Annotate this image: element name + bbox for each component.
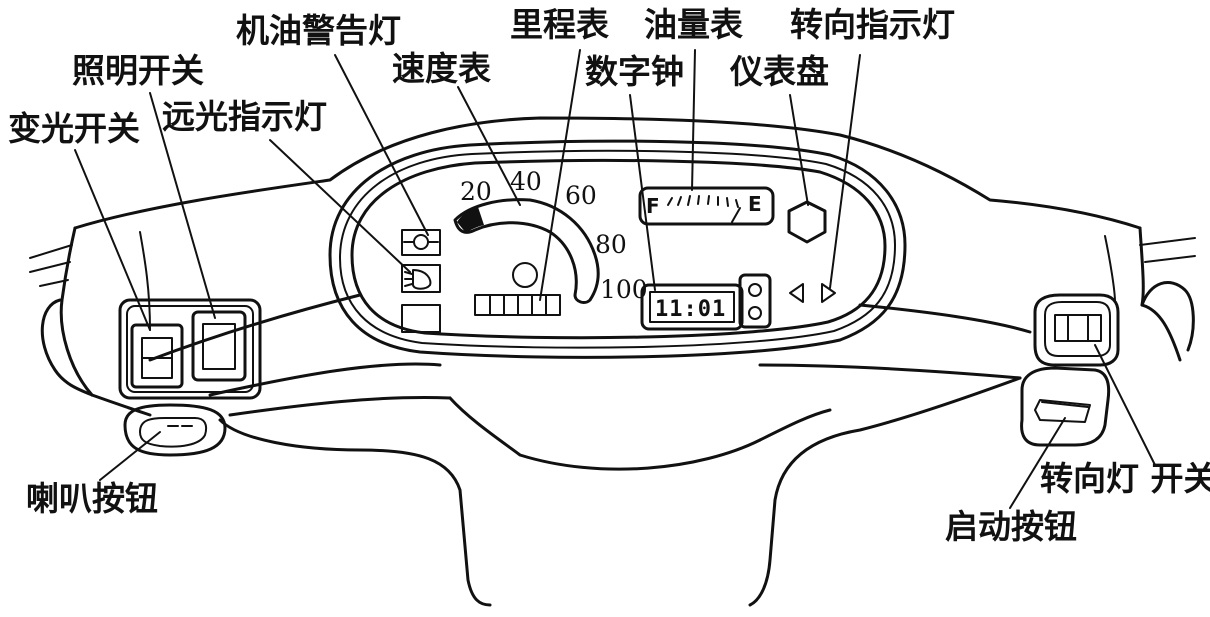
speed-tick-20: 20 bbox=[460, 177, 492, 206]
lighting-switch bbox=[191, 310, 247, 382]
label-turn-indicator: 转向指示灯 bbox=[790, 5, 955, 44]
fuel-gauge: F E bbox=[638, 186, 775, 226]
label-horn-button: 喇叭按钮 bbox=[26, 479, 158, 518]
label-dimmer-switch: 变光开关 bbox=[8, 109, 140, 148]
fuel-empty-letter: E bbox=[748, 192, 762, 216]
left-switch-block bbox=[118, 298, 262, 400]
speed-tick-40: 40 bbox=[510, 167, 542, 196]
speed-needle bbox=[457, 207, 484, 233]
label-odometer: 里程表 bbox=[510, 5, 609, 44]
dashboard-body bbox=[29, 116, 1196, 607]
labels: 机油警告灯 里程表 油量表 转向指示灯 照明开关 速度表 数字钟 仪表盘 远光指… bbox=[8, 5, 1210, 546]
clock-readout: 11:01 bbox=[655, 297, 726, 322]
odometer-display bbox=[474, 294, 561, 316]
warning-lamps bbox=[401, 229, 441, 333]
fuel-needle bbox=[731, 207, 741, 223]
label-high-beam-indicator: 远光指示灯 bbox=[162, 97, 327, 136]
dimmer-switch bbox=[130, 323, 184, 389]
label-digital-clock: 数字钟 bbox=[585, 52, 684, 91]
label-turn-signal-switch: 转向灯 开关 bbox=[1040, 459, 1210, 498]
hexagon-lamp bbox=[787, 200, 827, 244]
label-start-button: 启动按钮 bbox=[945, 507, 1077, 546]
leader-lines bbox=[74, 49, 1156, 509]
horn-button bbox=[123, 403, 227, 457]
label-fuel-gauge: 油量表 bbox=[644, 5, 743, 44]
blank-lamp bbox=[401, 304, 441, 333]
speed-tick-80: 80 bbox=[595, 230, 627, 259]
speedometer: 20 40 60 80 100 bbox=[453, 167, 648, 304]
label-oil-warning-light: 机油警告灯 bbox=[236, 11, 401, 50]
instrument-panel bbox=[328, 139, 907, 359]
label-speedometer: 速度表 bbox=[392, 49, 491, 88]
high-beam-lamp bbox=[401, 264, 441, 293]
fuel-full-letter: F bbox=[646, 194, 660, 218]
speedometer-hub bbox=[512, 262, 538, 288]
oil-warning-lamp bbox=[401, 229, 441, 256]
turn-left-arrow-icon bbox=[789, 283, 804, 303]
label-instrument-panel: 仪表盘 bbox=[729, 52, 829, 91]
digital-clock: 11:01 bbox=[640, 273, 772, 331]
label-lighting-switch: 照明开关 bbox=[72, 51, 204, 90]
turn-right-arrow-icon bbox=[821, 283, 836, 303]
speed-tick-60: 60 bbox=[565, 181, 597, 210]
turn-signal-switch bbox=[1033, 293, 1120, 367]
start-button bbox=[1020, 366, 1111, 447]
speed-tick-100: 100 bbox=[600, 275, 648, 304]
